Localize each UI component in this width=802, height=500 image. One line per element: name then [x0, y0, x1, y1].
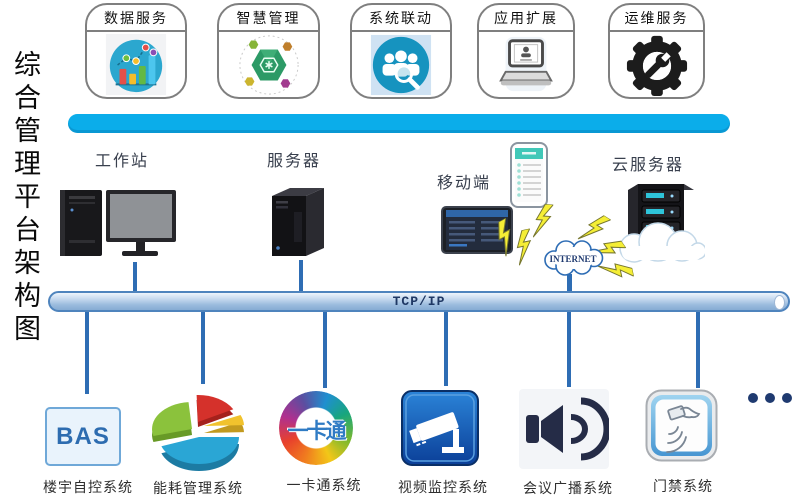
- server-label: 服务器: [267, 153, 322, 170]
- lightning-bolt-icon: [592, 259, 635, 285]
- connector-energy: [201, 312, 205, 384]
- service-label: 智慧管理: [219, 5, 318, 32]
- connector-workstation: [133, 262, 137, 292]
- service-box-smart: 智慧管理: [217, 3, 320, 99]
- hexagon-network-icon: [219, 32, 318, 97]
- workstation-label: 工作站: [95, 153, 150, 170]
- service-box-apps: 应用扩展: [477, 3, 575, 99]
- pipe-end-cap: [774, 295, 785, 310]
- connector-cctv: [444, 312, 448, 386]
- service-label: 运维服务: [610, 5, 703, 32]
- one-card-text: 一卡通: [287, 419, 347, 443]
- cyan-divider-bar: [68, 114, 730, 133]
- bas-badge: BAS: [56, 422, 110, 450]
- mobile-label: 移动端: [437, 175, 492, 192]
- server-image: [266, 186, 328, 263]
- system-label-energy: 能耗管理系统: [153, 482, 243, 497]
- connector-bas: [85, 312, 89, 394]
- ellipsis-dot: [765, 393, 775, 403]
- connector-access: [696, 312, 700, 388]
- access-card-icon: [645, 389, 718, 467]
- service-label: 应用扩展: [479, 5, 573, 32]
- connector-broadcast: [567, 312, 571, 387]
- tcpip-bus: TCP/IP: [48, 291, 790, 312]
- one-card-logo: 一卡通: [271, 391, 361, 467]
- more-systems-ellipsis: [748, 393, 792, 403]
- speaker-icon: [519, 389, 611, 474]
- bas-box: BAS: [45, 407, 121, 466]
- system-label-access: 门禁系统: [653, 480, 713, 495]
- smartphone-image: [510, 142, 548, 213]
- tcpip-label: TCP/IP: [392, 294, 446, 309]
- lightning-bolt-icon: [532, 203, 555, 243]
- cloud-server-image: [610, 180, 707, 269]
- connector-onecard: [323, 312, 327, 388]
- cloud-server-label: 云服务器: [612, 157, 685, 174]
- lightning-bolt-icon: [575, 210, 613, 253]
- connector-internet: [567, 274, 572, 292]
- service-box-data: 数据服务: [85, 3, 187, 99]
- bar-chart-icon: [87, 32, 185, 97]
- service-label: 系统联动: [352, 5, 450, 32]
- lightning-bolt-icon: [490, 217, 524, 261]
- ellipsis-dot: [748, 393, 758, 403]
- cctv-camera-icon: [400, 387, 480, 474]
- service-box-linkage: 系统联动: [350, 3, 452, 99]
- connector-server: [299, 260, 303, 292]
- workstation-image: [60, 186, 180, 263]
- ellipsis-dot: [782, 393, 792, 403]
- laptop-icon: [479, 32, 573, 97]
- team-search-icon: [352, 32, 450, 97]
- service-label: 数据服务: [87, 5, 185, 32]
- system-label-cctv: 视频监控系统: [398, 481, 488, 496]
- system-label-bas: 楼宇自控系统: [43, 481, 133, 496]
- page-title: 综合管理平台架构图: [10, 50, 40, 347]
- tablet-image: [441, 206, 513, 259]
- internet-label: INTERNET: [549, 254, 596, 264]
- gear-wrench-icon: [610, 32, 703, 97]
- one-card-ring: [279, 391, 353, 465]
- service-box-ops: 运维服务: [608, 3, 705, 99]
- system-label-broadcast: 会议广播系统: [523, 482, 613, 497]
- lightning-bolt-icon: [512, 227, 538, 271]
- pie-chart-icon: [147, 386, 249, 479]
- system-label-onecard: 一卡通系统: [286, 479, 362, 494]
- internet-cloud: INTERNET: [540, 238, 606, 281]
